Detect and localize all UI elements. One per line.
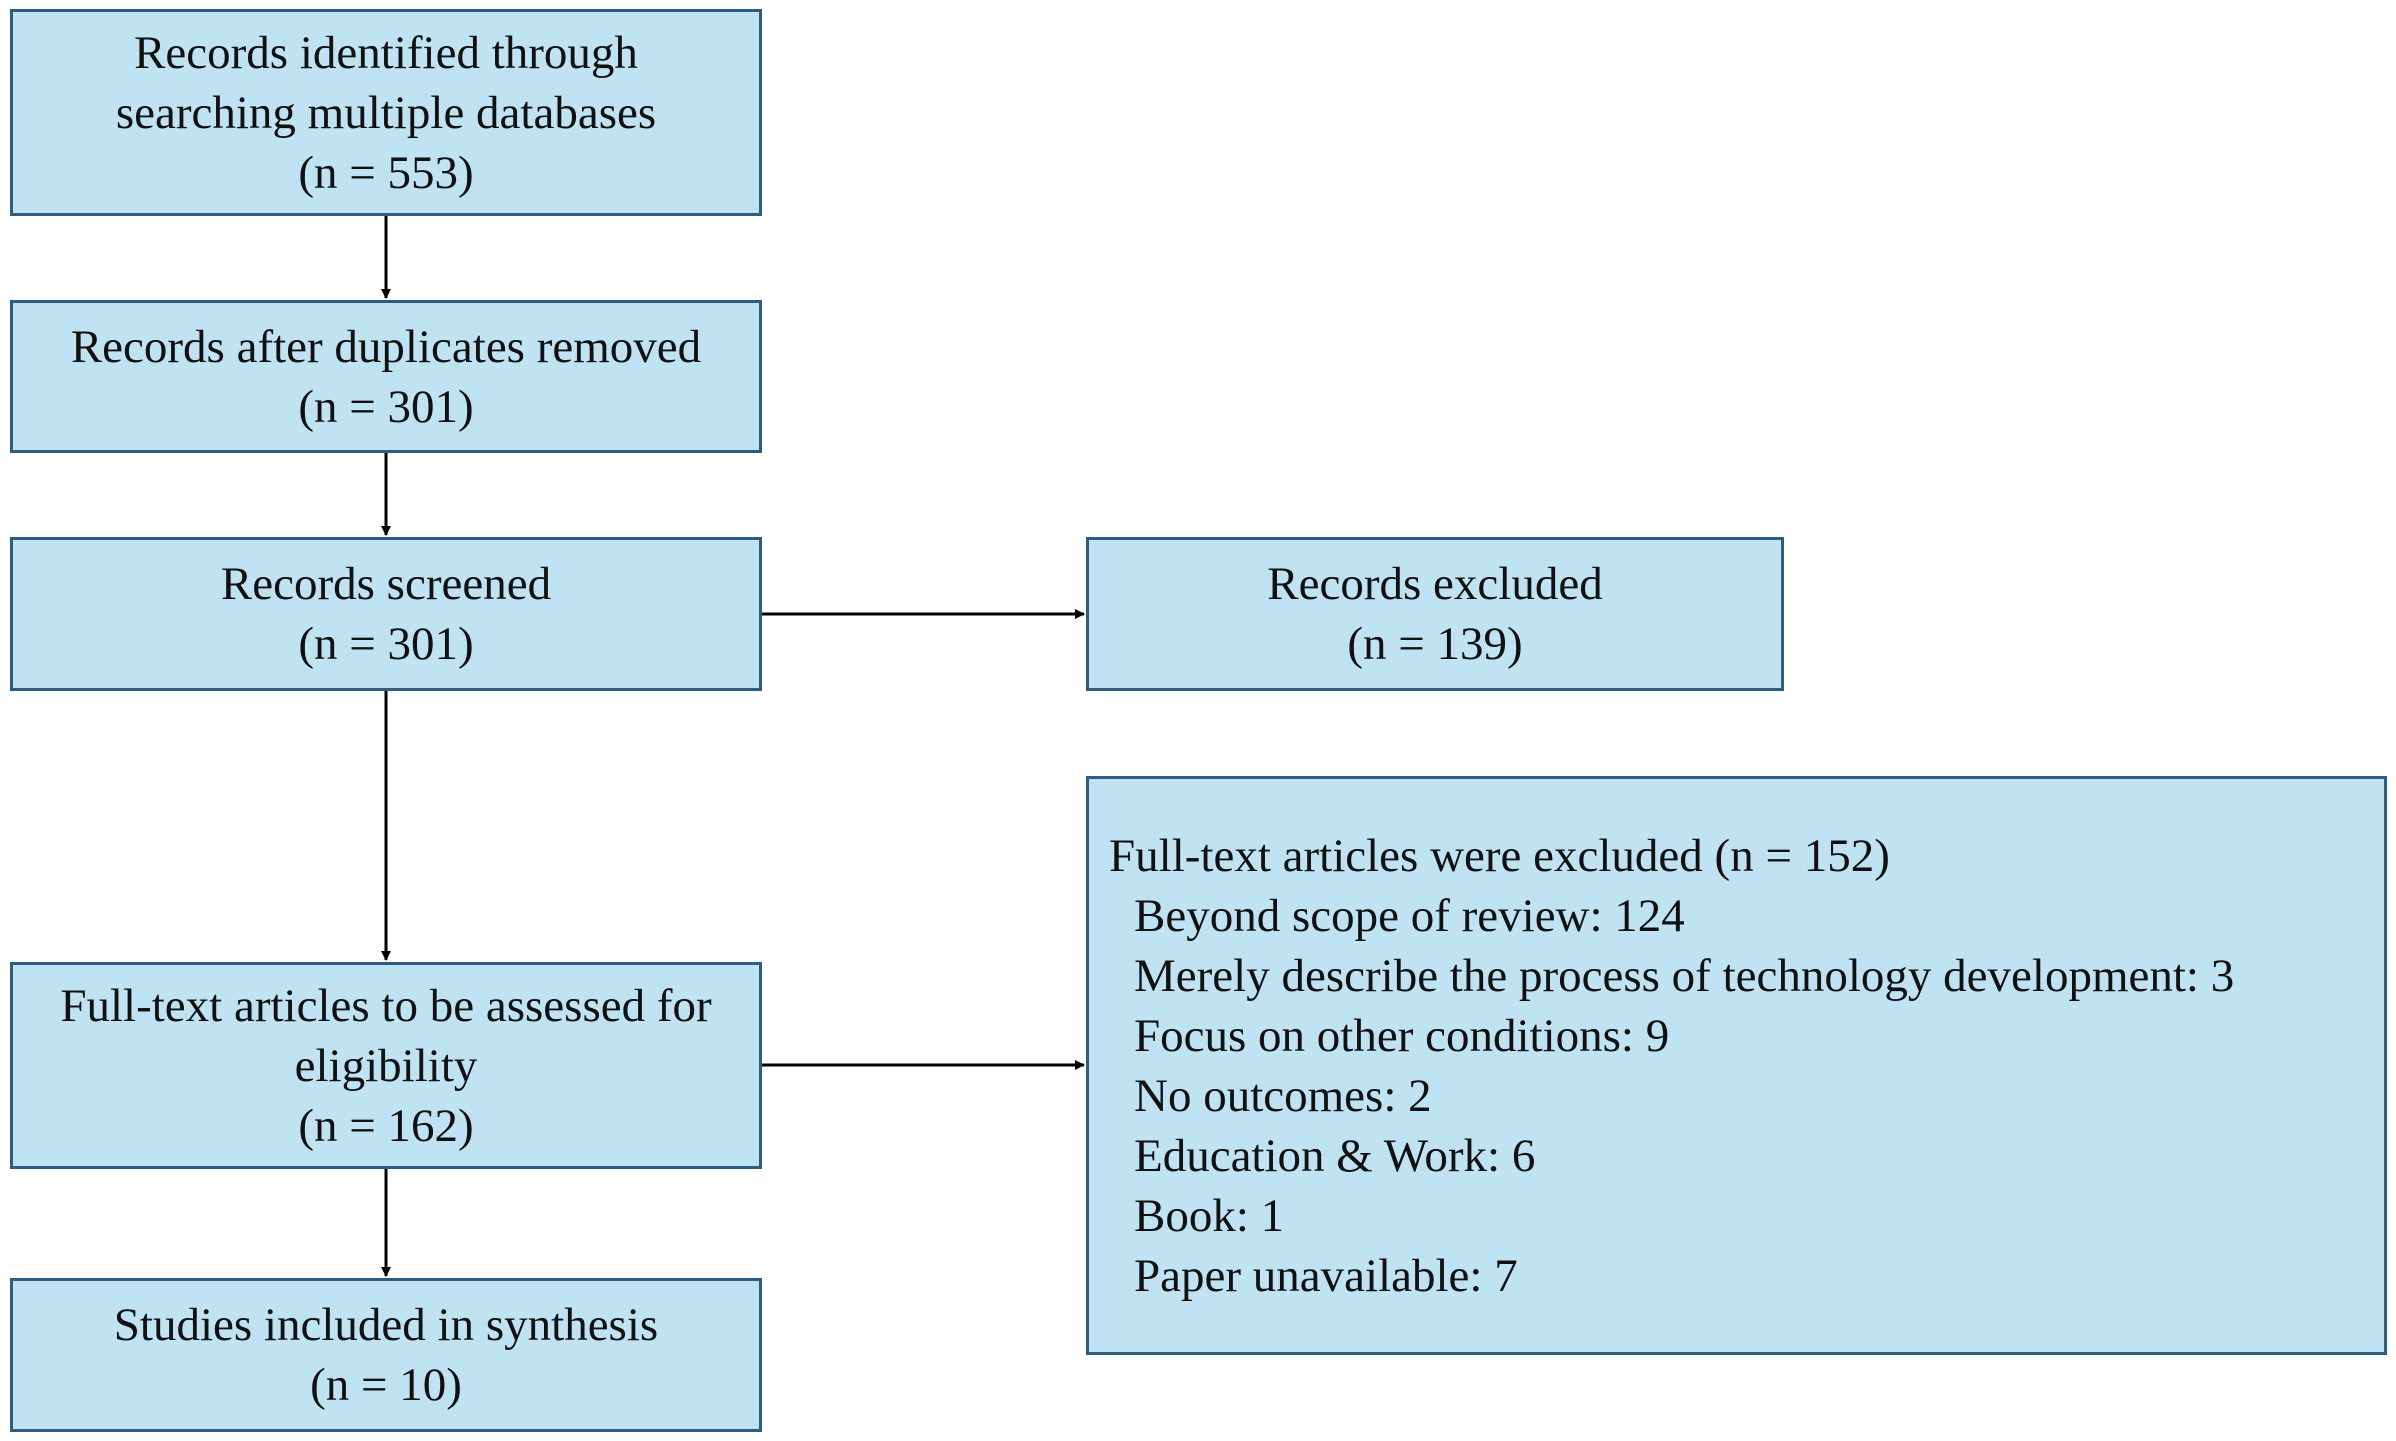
studies-included-count: (n = 10) [310, 1359, 462, 1411]
box-fulltext-excluded: Full-text articles were excluded (n = 15… [1086, 776, 2387, 1355]
records-deduplicated-label: Records after duplicates removed [70, 320, 702, 373]
exclusion-reason: Merely describe the process of technolog… [1134, 949, 2235, 1002]
box-fulltext-assessed: Full-text articles to be assessed for el… [10, 962, 762, 1169]
studies-included-label: Studies included in synthesis [113, 1299, 659, 1351]
exclusion-reason: Focus on other conditions: 9 [1134, 1009, 1670, 1062]
box-records-excluded: Records excluded (n = 139) [1086, 537, 1784, 691]
box-records-screened: Records screened (n = 301) [10, 537, 762, 691]
exclusion-reason: Paper unavailable: 7 [1134, 1249, 1518, 1302]
box-records-identified: Records identified through searching mul… [10, 9, 762, 216]
fulltext-excluded-heading: Full-text articles were excluded (n = 15… [1109, 829, 1890, 882]
records-identified-line1: Records identified through [134, 26, 638, 79]
records-excluded-count: (n = 139) [1347, 618, 1523, 670]
records-deduplicated-count: (n = 301) [298, 380, 474, 433]
records-identified-count: (n = 553) [298, 146, 474, 199]
records-screened-label: Records screened [220, 558, 552, 610]
exclusion-reason: Book: 1 [1134, 1189, 1285, 1242]
exclusion-reason: No outcomes: 2 [1134, 1069, 1432, 1122]
records-excluded-label: Records excluded [1267, 558, 1603, 610]
fulltext-assessed-count: (n = 162) [298, 1099, 474, 1152]
fulltext-assessed-line2: eligibility [294, 1039, 478, 1092]
records-identified-line2: searching multiple databases [115, 86, 657, 139]
box-records-deduplicated: Records after duplicates removed (n = 30… [10, 300, 762, 453]
box-studies-included: Studies included in synthesis (n = 10) [10, 1278, 762, 1432]
records-screened-count: (n = 301) [298, 618, 474, 670]
exclusion-reason: Beyond scope of review: 124 [1134, 889, 1685, 942]
fulltext-assessed-line1: Full-text articles to be assessed for [60, 979, 712, 1032]
exclusion-reason: Education & Work: 6 [1134, 1129, 1536, 1182]
